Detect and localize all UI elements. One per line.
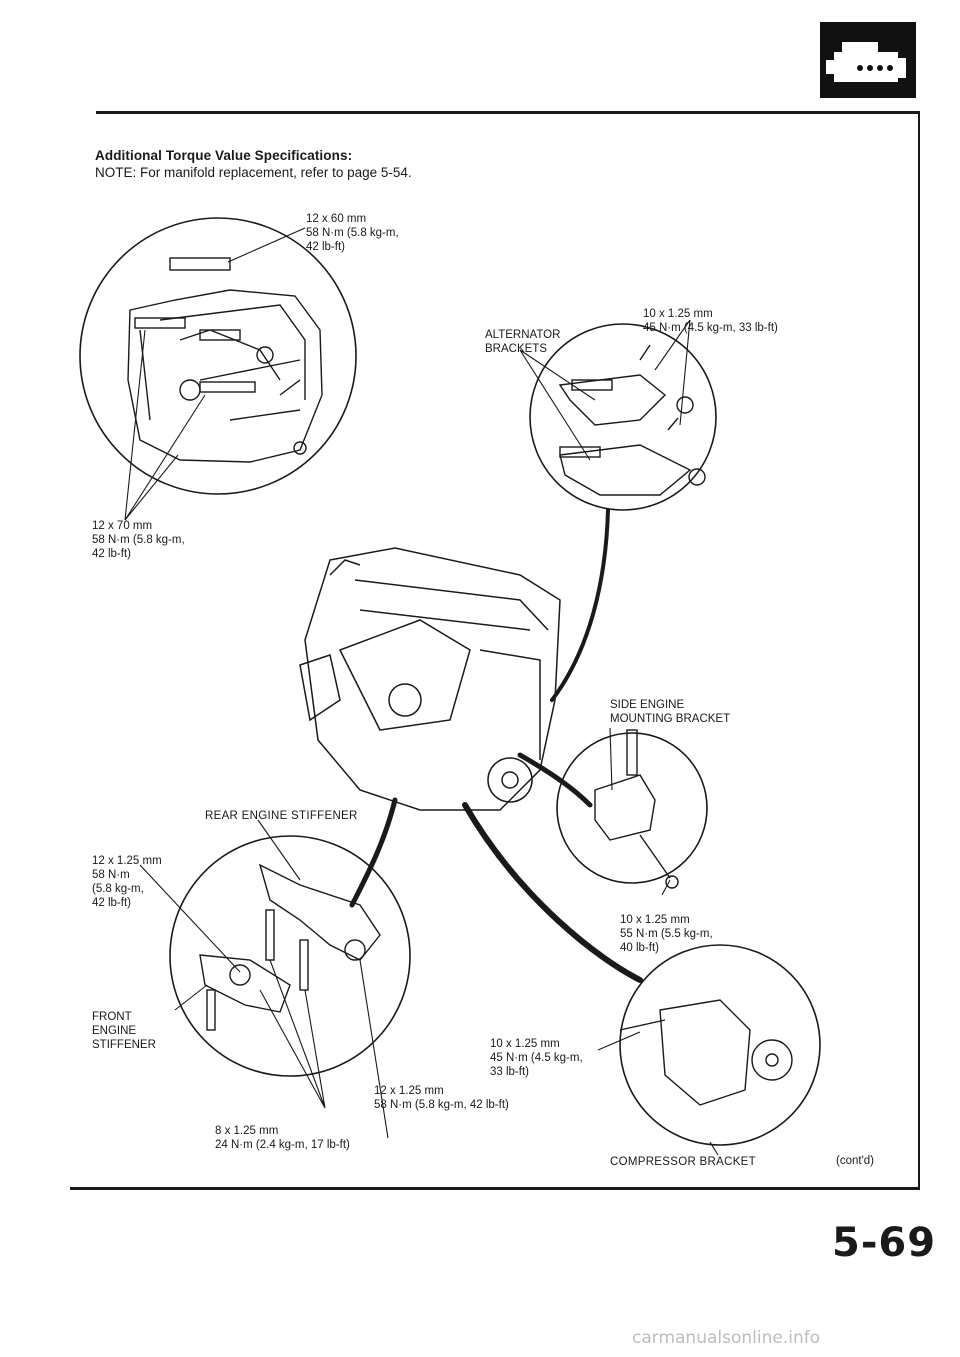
engine-section-icon [820, 22, 916, 98]
detail-circle-stiffener [169, 835, 411, 1077]
label-bolt-10x125-compressor: 10 x 1.25 mm 45 N·m (4.5 kg-m, 33 lb-ft) [490, 1038, 583, 1078]
continued-note: (cont'd) [836, 1155, 874, 1167]
label-bolt-12x60: 12 x 60 mm 58 N·m (5.8 kg-m, 42 lb-ft) [306, 213, 399, 253]
label-alternator-brackets: ALTERNATOR BRACKETS [485, 329, 561, 355]
label-bolt-12x125-rear: 12 x 1.25 mm 58 N·m (5.8 kg-m, 42 lb-ft) [92, 855, 162, 909]
detail-circle-compressor [619, 944, 821, 1146]
label-bolt-12x125-stiffener: 12 x 1.25 mm 58 N·m (5.8 kg-m, 42 lb-ft) [374, 1085, 509, 1111]
bottom-rule [70, 1187, 920, 1190]
section-heading: Additional Torque Value Specifications: [95, 148, 353, 163]
label-rear-engine-stiffener: REAR ENGINE STIFFENER [205, 810, 358, 822]
detail-circle-alternator [529, 323, 717, 511]
label-bolt-12x70: 12 x 70 mm 58 N·m (5.8 kg-m, 42 lb-ft) [92, 520, 185, 560]
label-bolt-8x125: 8 x 1.25 mm 24 N·m (2.4 kg-m, 17 lb-ft) [215, 1125, 350, 1151]
watermark: carmanualsonline.info [632, 1328, 821, 1348]
label-bolt-10x125-alternator: 10 x 1.25 mm 45 N·m (4.5 kg-m, 33 lb-ft) [643, 308, 778, 334]
right-rule [918, 112, 920, 1188]
page-number: 5-69 [832, 1220, 937, 1266]
detail-circle-transmission [79, 217, 357, 495]
note-text: NOTE: For manifold replacement, refer to… [95, 165, 412, 180]
label-side-engine-mount: SIDE ENGINE MOUNTING BRACKET [610, 699, 731, 725]
top-rule [96, 111, 920, 114]
label-front-engine-stiffener: FRONT ENGINE STIFFENER [92, 1011, 156, 1051]
label-bolt-10x125-side-mount: 10 x 1.25 mm 55 N·m (5.5 kg-m, 40 lb-ft) [620, 914, 713, 954]
detail-circle-side-mount [556, 732, 708, 884]
label-compressor-bracket: COMPRESSOR BRACKET [610, 1156, 756, 1168]
